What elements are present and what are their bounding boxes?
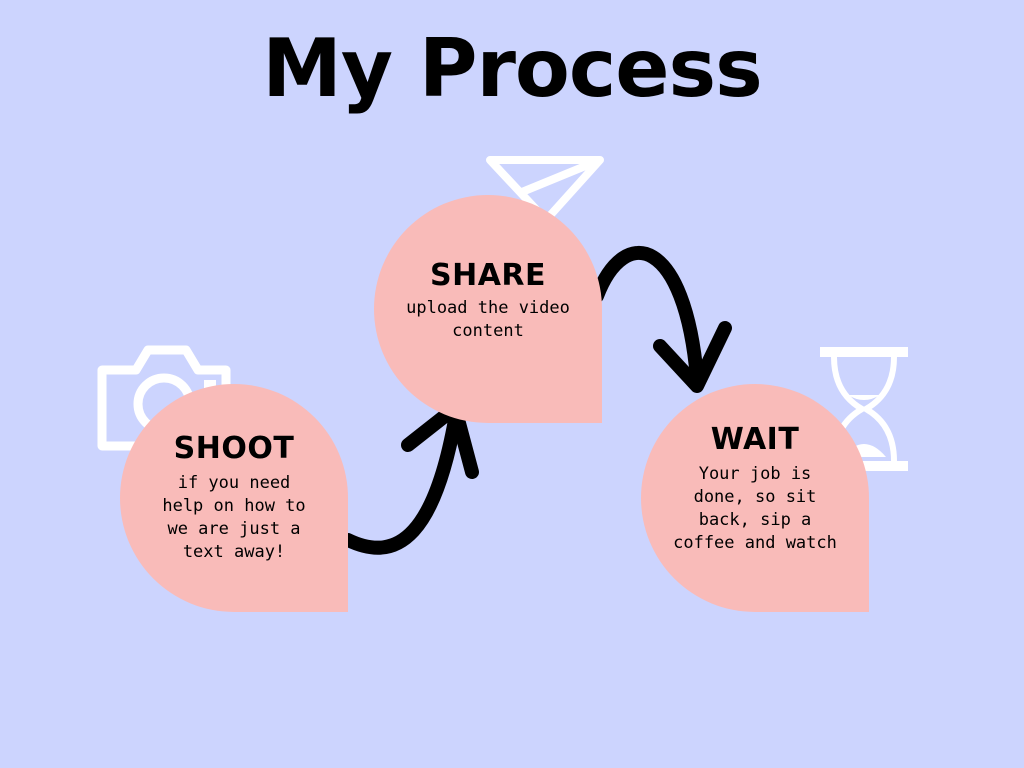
paper-plane-icon bbox=[486, 156, 604, 224]
step-description: if you need help on how to we are just a… bbox=[162, 473, 306, 562]
step-title: WAIT bbox=[710, 422, 800, 457]
step-share: SHARE upload the video content bbox=[374, 195, 602, 423]
step-title: SHARE bbox=[429, 258, 547, 293]
step-wait: WAIT Your job is done, so sit back, sip … bbox=[641, 384, 869, 612]
page-title: My Process bbox=[262, 22, 763, 115]
step-description: upload the video content bbox=[406, 298, 570, 341]
step-description: Your job is done, so sit back, sip a cof… bbox=[673, 464, 837, 553]
step-shoot: SHOOT if you need help on how to we are … bbox=[120, 384, 348, 612]
arrow-share-to-wait-icon bbox=[590, 246, 732, 393]
step-title: SHOOT bbox=[173, 431, 295, 466]
